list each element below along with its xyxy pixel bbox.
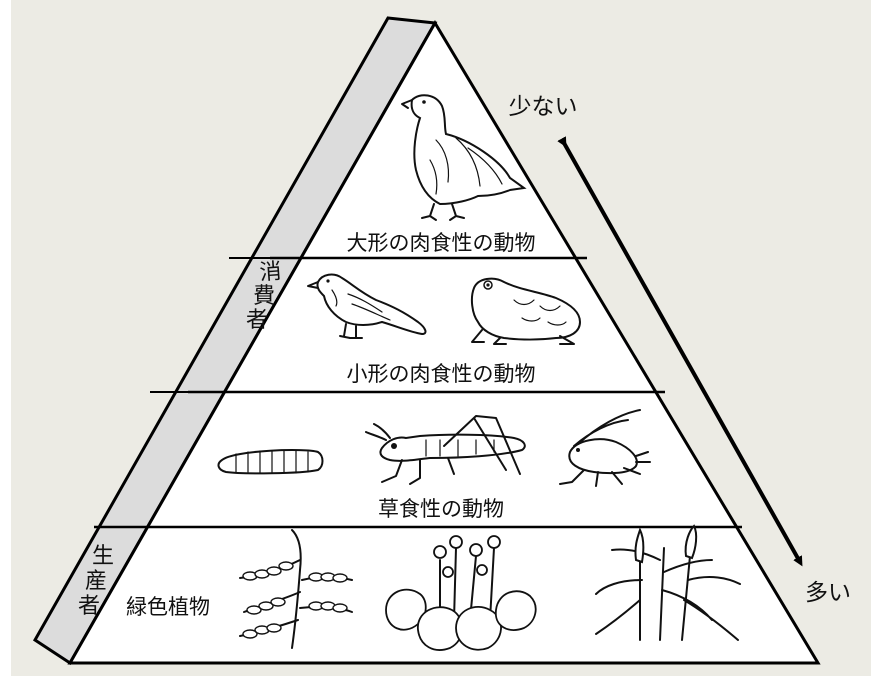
svg-text:消: 消 (259, 259, 283, 285)
arrow-label-many: 多い (805, 580, 851, 606)
svg-text:費: 費 (253, 284, 275, 309)
page-margin (0, 0, 11, 676)
arrow-label-few: 少ない (509, 94, 578, 120)
level-label-top: 大形の肉食性の動物 (347, 231, 536, 255)
svg-text:者: 者 (246, 308, 268, 333)
level-label-second: 小形の肉食性の動物 (347, 362, 536, 386)
svg-text:産: 産 (85, 569, 107, 594)
level-label-third: 草食性の動物 (378, 497, 504, 521)
level-label-bottom: 緑色植物 (126, 595, 210, 619)
svg-text:生: 生 (92, 544, 114, 569)
svg-text:者: 者 (78, 594, 100, 619)
